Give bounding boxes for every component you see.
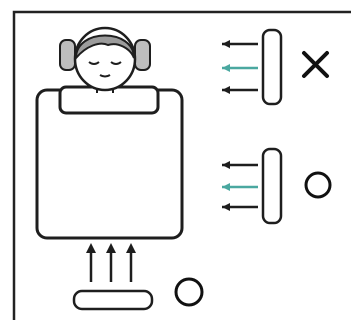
- airflow-arrows-icon: [222, 161, 258, 211]
- airflow-arrows-icon: [86, 243, 136, 282]
- bed-icon: [37, 87, 182, 238]
- heater-panel-icon: [74, 291, 152, 309]
- circle-mark-icon: [306, 173, 330, 197]
- side-heater-top: [222, 30, 327, 104]
- sleeping-child-face-icon: [60, 28, 150, 93]
- bottom-heater: [74, 243, 202, 309]
- side-heater-middle: [222, 149, 330, 223]
- airflow-arrows-icon: [222, 40, 258, 94]
- circle-mark-icon: [176, 279, 202, 305]
- cross-mark-icon: [304, 53, 327, 76]
- heater-panel-icon: [263, 30, 281, 104]
- heater-panel-icon: [263, 149, 281, 223]
